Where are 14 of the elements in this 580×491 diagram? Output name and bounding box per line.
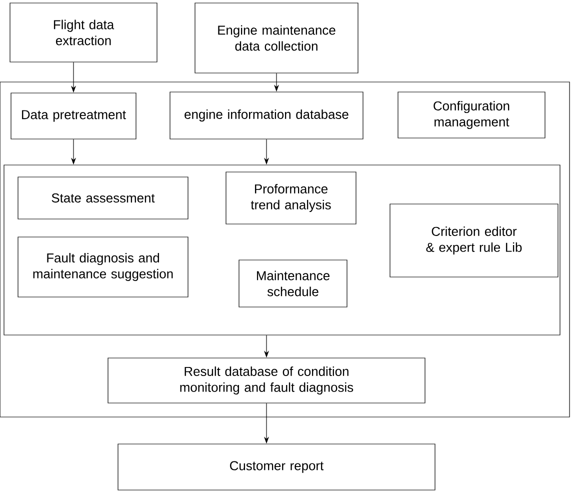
process-box: Maintenance schedule	[238, 260, 348, 308]
process-box: State assessment	[18, 176, 188, 220]
group-frame	[0, 82, 570, 418]
process-box: Customer report	[118, 444, 436, 490]
process-box: Criterion editor & expert rule Lib	[390, 204, 558, 278]
process-box: Flight data extraction	[10, 2, 158, 62]
process-box: engine information database	[170, 92, 364, 140]
group-frame	[4, 164, 560, 336]
process-box: Data pretreatment	[10, 92, 136, 140]
process-box: Result database of condition monitoring and fault diagnosis	[108, 358, 426, 404]
process-box: Fault diagnosis and maintenance suggestion	[18, 236, 188, 298]
process-box: Configuration management	[398, 92, 546, 138]
process-box: Engine maintenance data collection	[194, 2, 358, 74]
process-box: Proformance trend analysis	[226, 172, 356, 224]
